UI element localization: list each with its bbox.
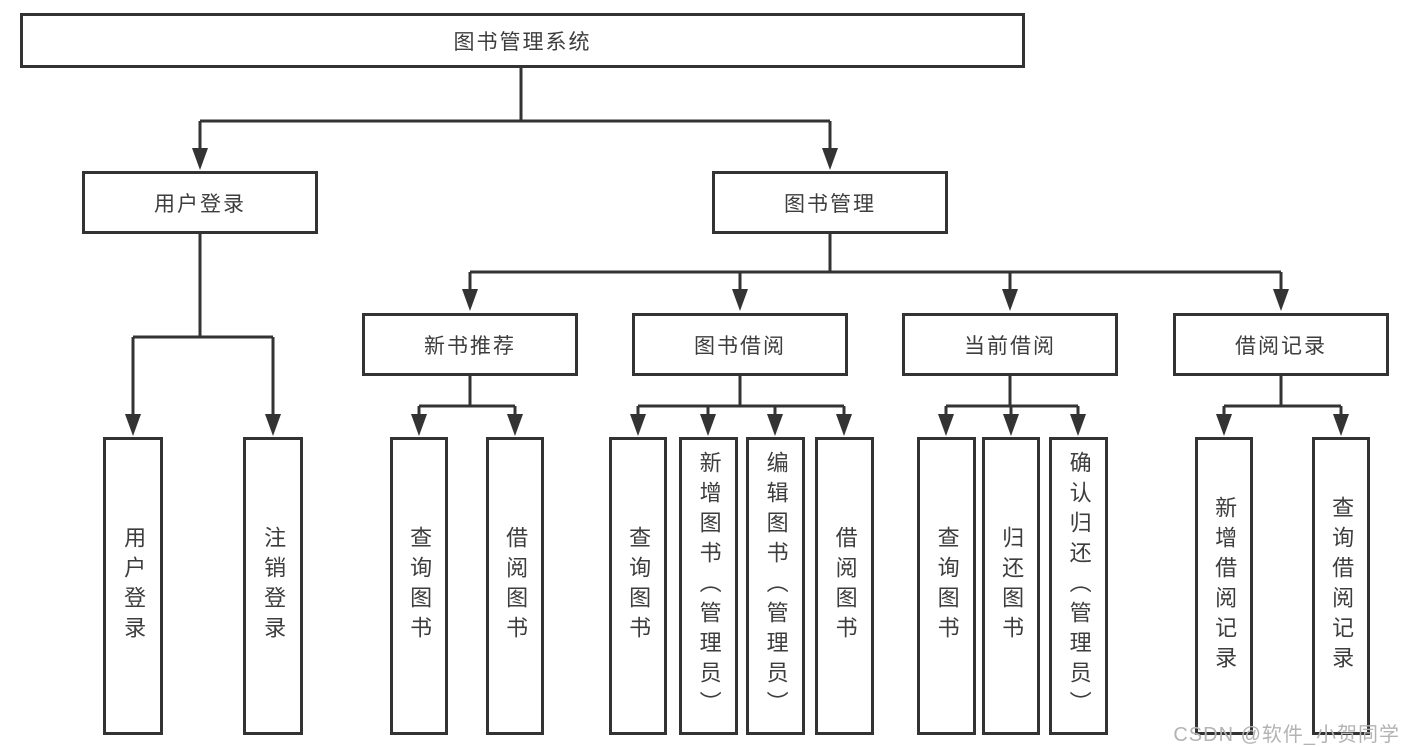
arrow-down-icon <box>732 289 748 311</box>
leaf-label: 注销登录 <box>261 526 287 646</box>
node-root: 图书管理系统 <box>20 13 1025 68</box>
node-new-book-recommend: 新书推荐 <box>362 313 578 376</box>
leaf-bb-edit-book-admin: 编辑图书（管理员） <box>746 437 805 735</box>
leaf-nbr-borrow-book: 借阅图书 <box>486 437 544 735</box>
arrow-down-icon <box>938 414 954 436</box>
leaf-br-add-record: 新增借阅记录 <box>1195 437 1253 735</box>
arrow-down-icon <box>767 414 783 436</box>
arrow-down-icon <box>836 414 852 436</box>
leaf-bb-query-book: 查询图书 <box>609 437 667 735</box>
leaf-label: 编辑图书（管理员） <box>763 451 789 721</box>
node-user-login-branch: 用户登录 <box>82 171 318 234</box>
arrow-down-icon <box>507 414 523 436</box>
leaf-br-query-record: 查询借阅记录 <box>1312 437 1370 735</box>
arrow-down-icon <box>125 414 141 436</box>
leaf-logout: 注销登录 <box>243 437 303 735</box>
arrow-down-icon <box>630 414 646 436</box>
leaf-label: 查询图书 <box>407 526 433 646</box>
leaf-label: 确认归还（管理员） <box>1066 451 1092 721</box>
leaf-label: 新增借阅记录 <box>1212 496 1238 676</box>
arrow-down-icon <box>1333 414 1349 436</box>
arrow-down-icon <box>700 414 716 436</box>
arrow-down-icon <box>1003 414 1019 436</box>
leaf-cb-query-book: 查询图书 <box>917 437 976 735</box>
leaf-label: 查询图书 <box>626 526 652 646</box>
leaf-label: 借阅图书 <box>832 526 858 646</box>
arrow-down-icon <box>265 414 281 436</box>
arrow-down-icon <box>1216 414 1232 436</box>
arrow-down-icon <box>462 289 478 311</box>
tree-edges <box>131 68 1343 415</box>
leaf-bb-add-book-admin: 新增图书（管理员） <box>679 437 738 735</box>
arrow-down-icon <box>1002 289 1018 311</box>
leaf-label: 用户登录 <box>121 526 147 646</box>
arrow-down-icon <box>822 148 838 170</box>
node-borrow-record: 借阅记录 <box>1173 313 1389 376</box>
leaf-label: 借阅图书 <box>503 526 529 646</box>
leaf-label: 查询借阅记录 <box>1329 496 1355 676</box>
watermark: CSDN @软件_小贺同学 <box>1173 724 1400 746</box>
leaf-user-login: 用户登录 <box>103 437 163 735</box>
leaf-cb-confirm-return-admin: 确认归还（管理员） <box>1049 437 1108 735</box>
leaf-bb-borrow-book: 借阅图书 <box>815 437 874 735</box>
leaf-label: 查询图书 <box>934 526 960 646</box>
arrow-down-icon <box>1273 289 1289 311</box>
leaf-cb-return-book: 归还图书 <box>982 437 1040 735</box>
node-book-management-branch: 图书管理 <box>712 171 948 234</box>
arrow-down-icon <box>411 414 427 436</box>
leaf-label: 归还图书 <box>999 526 1025 646</box>
node-current-borrow: 当前借阅 <box>902 313 1118 376</box>
node-book-borrow: 图书借阅 <box>632 313 848 376</box>
leaf-label: 新增图书（管理员） <box>696 451 722 721</box>
arrow-down-icon <box>192 148 208 170</box>
arrow-down-icon <box>1070 414 1086 436</box>
leaf-nbr-query-book: 查询图书 <box>390 437 448 735</box>
